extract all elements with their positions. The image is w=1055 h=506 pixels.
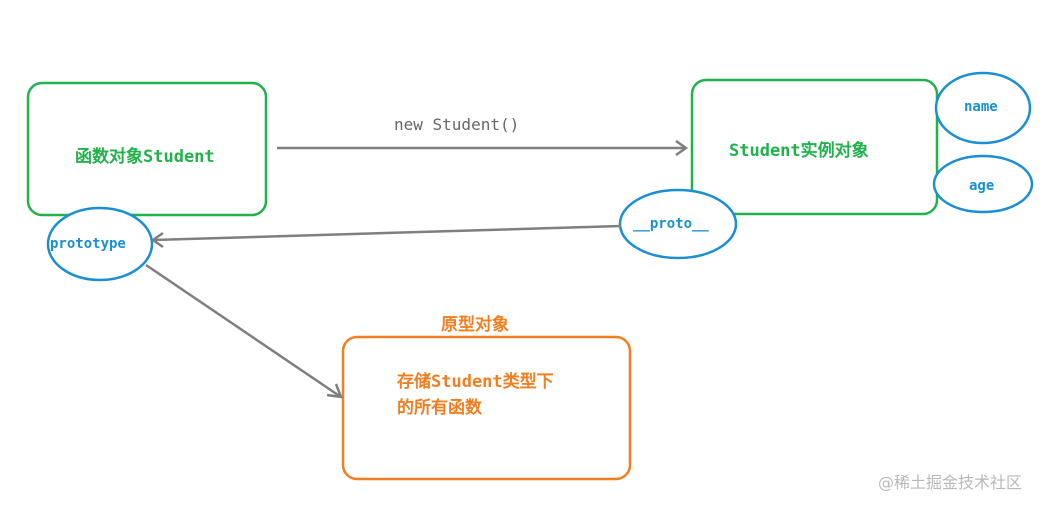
- prototype-object-title: 原型对象: [441, 315, 509, 335]
- watermark: @稀土掘金技术社区: [878, 473, 1023, 492]
- name-label: name: [964, 99, 998, 115]
- prototype-ellipse: [46, 206, 154, 282]
- proto-ellipse: [618, 188, 738, 260]
- age-ellipse: [932, 154, 1034, 214]
- prototype-label: prototype: [50, 236, 126, 252]
- prototype-to-object-arrowhead: [326, 383, 343, 399]
- age-label: age: [969, 178, 995, 194]
- prototype-object-line2: 的所有函数: [397, 398, 482, 418]
- name-ellipse: [934, 71, 1032, 145]
- student-function-label: 函数对象Student: [75, 147, 215, 167]
- proto-label: __proto__: [633, 216, 709, 232]
- new-student-arrowhead: [675, 139, 689, 157]
- proto-to-prototype-arrow: [152, 224, 622, 242]
- prototype-object-line1: 存储Student类型下: [397, 372, 554, 392]
- student-function-box: [26, 81, 268, 217]
- student-instance-box: [690, 78, 939, 216]
- proto-to-prototype-arrowhead: [150, 231, 164, 249]
- prototype-to-object-arrow: [145, 263, 342, 399]
- prototype-object-box: [341, 335, 632, 481]
- new-student-label: new Student(): [394, 115, 520, 134]
- student-instance-label: Student实例对象: [729, 141, 869, 161]
